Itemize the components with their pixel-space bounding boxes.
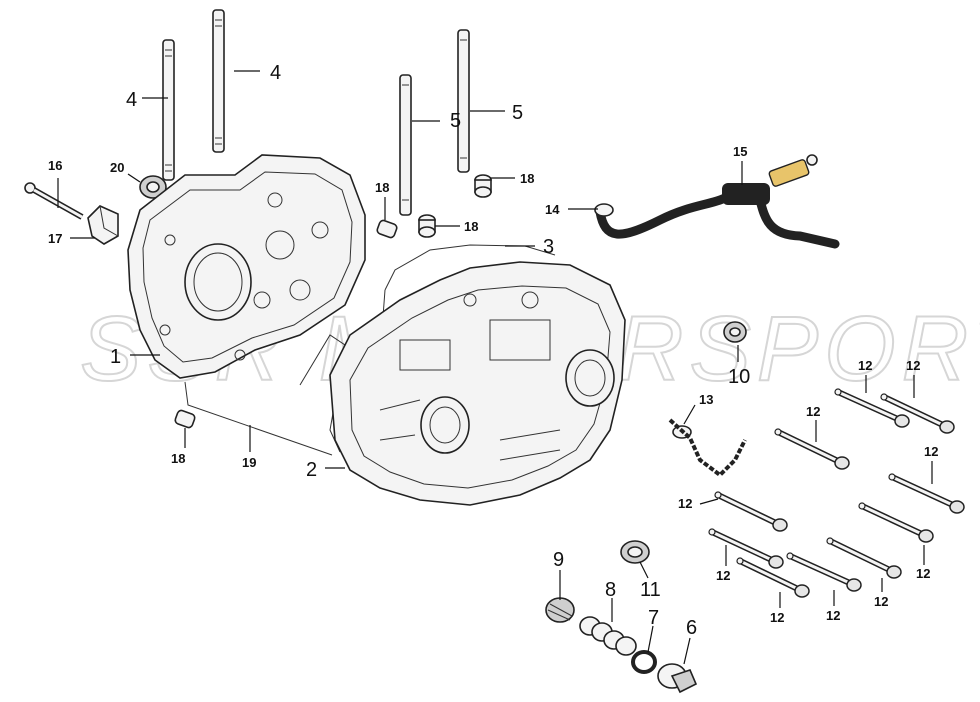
callout-12-8: 12 bbox=[770, 610, 784, 625]
callout-19: 19 bbox=[242, 455, 256, 470]
callout-12-6: 12 bbox=[916, 566, 930, 581]
callout-12-9: 12 bbox=[826, 608, 840, 623]
callout-1: 1 bbox=[110, 346, 121, 368]
breather-hose-14 bbox=[594, 193, 840, 249]
bolt-callouts-12: 12 12 12 12 12 12 12 12 12 12 bbox=[678, 358, 938, 625]
leader-lines bbox=[57, 70, 743, 665]
callout-18-c: 18 bbox=[375, 180, 389, 195]
bolt-12-2 bbox=[880, 393, 955, 434]
callout-12-10: 12 bbox=[874, 594, 888, 609]
dowel-pin-18-d bbox=[174, 409, 196, 429]
bolt-12-4 bbox=[888, 473, 965, 514]
bolt-12-leader bbox=[699, 498, 719, 505]
bolt-12-10 bbox=[826, 537, 902, 579]
left-crankcase-1 bbox=[127, 154, 366, 379]
callout-3: 3 bbox=[543, 236, 554, 258]
stud-4-left bbox=[162, 39, 175, 181]
callout-18-d: 18 bbox=[171, 451, 185, 466]
bolt-12-8 bbox=[736, 557, 810, 598]
callout-13: 13 bbox=[699, 392, 713, 407]
callout-10: 10 bbox=[728, 366, 750, 388]
callout-16: 16 bbox=[48, 158, 62, 173]
callout-5-right: 5 bbox=[512, 102, 523, 124]
callout-12-1: 12 bbox=[858, 358, 872, 373]
oil-pipe-13 bbox=[668, 418, 747, 478]
callout-12-5: 12 bbox=[678, 496, 692, 511]
callout-7: 7 bbox=[648, 607, 659, 629]
bolts-12 bbox=[708, 388, 965, 598]
dowel-pin-18-b bbox=[418, 214, 436, 238]
callout-5-left: 5 bbox=[450, 110, 461, 132]
right-crankcase-2 bbox=[329, 261, 626, 506]
washer-10 bbox=[723, 321, 747, 343]
bolt-12-9 bbox=[786, 552, 862, 592]
callout-15: 15 bbox=[733, 144, 747, 159]
callout-2: 2 bbox=[306, 459, 317, 481]
bolt-16 bbox=[24, 182, 84, 220]
dowel-pin-18-a bbox=[474, 174, 492, 198]
dowel-pin-18-c bbox=[376, 219, 398, 239]
callout-12-7: 12 bbox=[716, 568, 730, 583]
callout-12-4: 12 bbox=[924, 444, 938, 459]
stud-5-right bbox=[457, 29, 470, 173]
bolt-12-5 bbox=[714, 491, 788, 532]
stud-5-left bbox=[399, 74, 412, 216]
callout-20: 20 bbox=[110, 160, 124, 175]
stud-4-right bbox=[212, 9, 225, 153]
o-ring-7 bbox=[631, 650, 657, 674]
callout-8: 8 bbox=[605, 579, 616, 601]
callout-4-right: 4 bbox=[270, 62, 281, 84]
breather-fitting-15 bbox=[722, 154, 818, 205]
bolt-12-3 bbox=[774, 428, 850, 470]
spring-8 bbox=[579, 616, 637, 656]
bush-20 bbox=[139, 175, 167, 199]
drain-plug-6 bbox=[657, 663, 698, 694]
bolt-12-7 bbox=[708, 528, 784, 569]
callout-12-3: 12 bbox=[806, 404, 820, 419]
bolt-12-6 bbox=[858, 502, 934, 543]
callout-14: 14 bbox=[545, 202, 560, 217]
callout-17: 17 bbox=[48, 231, 62, 246]
callout-9: 9 bbox=[553, 549, 564, 571]
callout-11: 11 bbox=[640, 579, 661, 601]
callout-18-b: 18 bbox=[464, 219, 478, 234]
callout-12-2: 12 bbox=[906, 358, 920, 373]
oil-strainer-9 bbox=[545, 597, 575, 623]
callout-4-left: 4 bbox=[126, 89, 137, 111]
callout-18-a: 18 bbox=[520, 171, 534, 186]
bracket-17 bbox=[87, 205, 119, 245]
callout-6: 6 bbox=[686, 617, 697, 639]
collar-11 bbox=[620, 540, 650, 564]
bolt-12-1 bbox=[834, 388, 910, 428]
